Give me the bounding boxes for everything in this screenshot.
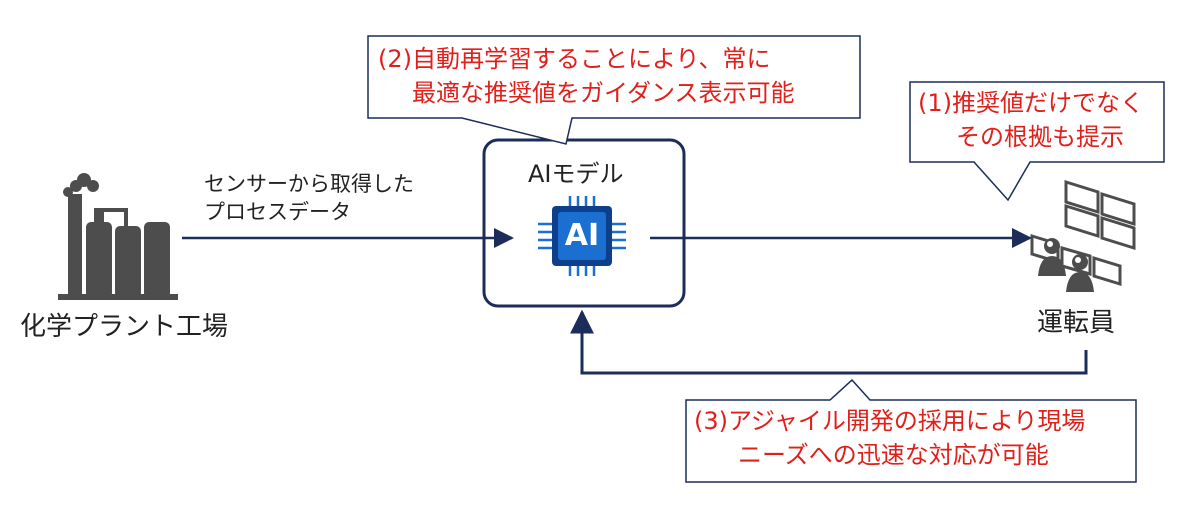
callout-basis [909,81,1165,202]
chip-label: AI [564,218,600,253]
callout-agile-line2: ニーズへの迅速な対応が可能 [738,441,1049,469]
callout-basis-line1: (1)推奨値だけでなく [918,89,1144,117]
callout-retrain-line1: (2)自動再学習することにより、常に [378,45,771,73]
callout-agile-line1: (3)アジャイル開発の採用により現場 [694,407,1086,435]
control-room-icon [1030,179,1136,292]
arrow-feedback-to-model [570,309,1088,375]
callout-agile [685,378,1137,483]
operator-label: 運転員 [1037,308,1116,338]
plant-label: 化学プラント工場 [20,312,229,342]
callout-retrain-line2: 最適な推奨値をガイダンス表示可能 [412,79,795,107]
ai-chip-icon [538,196,626,276]
factory-icon [58,173,178,300]
callout-retrain [367,35,861,145]
sensor-data-label-line2: プロセスデータ [204,200,351,224]
callout-basis-line2: その根拠も提示 [956,123,1124,151]
model-label: AIモデル [528,160,624,188]
sensor-data-label-line1: センサーから取得した [204,172,414,196]
